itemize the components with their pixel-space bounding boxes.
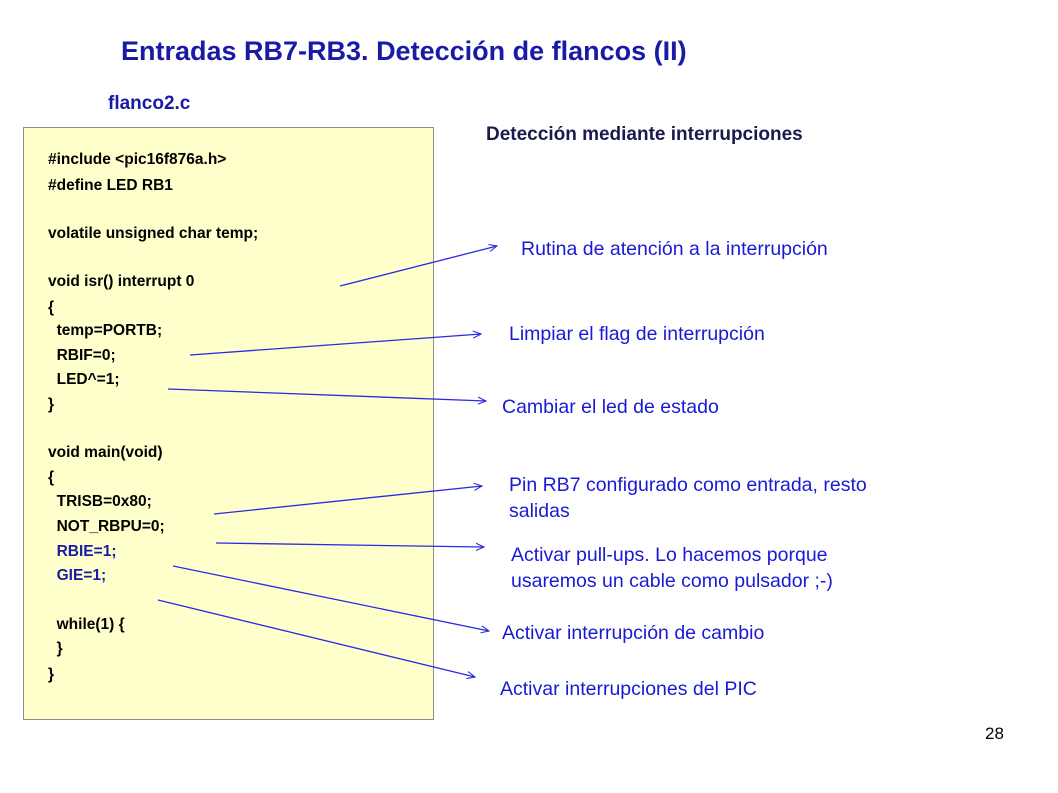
code-line-main-open-brace: { <box>48 469 55 486</box>
file-name-label: flanco2.c <box>108 93 191 114</box>
code-line-rbif: RBIF=0; <box>48 347 116 364</box>
annotation-global-interrupts: Activar interrupciones del PIC <box>500 678 757 700</box>
code-line-while-close: } <box>48 640 63 657</box>
code-line-main-signature: void main(void) <box>48 444 163 461</box>
code-line-main-close-brace: } <box>48 666 55 683</box>
code-line-define: #define LED RB1 <box>48 177 173 194</box>
slide-title: Entradas RB7-RB3. Detección de flancos (… <box>121 36 687 66</box>
code-panel <box>23 127 434 720</box>
annotation-rb7-input-line1: Pin RB7 configurado como entrada, resto <box>509 474 867 496</box>
code-line-while: while(1) { <box>48 616 125 633</box>
annotation-pull-ups-line2: usaremos un cable como pulsador ;-) <box>511 570 833 592</box>
arrow-led <box>167 388 486 401</box>
arrow-gie <box>157 599 475 677</box>
section-subtitle: Detección mediante interrupciones <box>486 124 803 145</box>
code-line-not-rbpu: NOT_RBPU=0; <box>48 518 165 535</box>
arrow-rbif <box>189 334 481 356</box>
code-line-include: #include <pic16f876a.h> <box>48 151 227 168</box>
arrow-not-rbpu <box>215 542 484 547</box>
annotation-clear-flag: Limpiar el flag de interrupción <box>509 323 765 345</box>
code-line-isr-open-brace: { <box>48 299 55 316</box>
arrow-isr <box>339 246 497 287</box>
annotation-rb7-input-line2: salidas <box>509 500 570 522</box>
annotation-toggle-led: Cambiar el led de estado <box>502 396 719 418</box>
code-line-trisb: TRISB=0x80; <box>48 493 152 510</box>
code-line-isr-signature: void isr() interrupt 0 <box>48 273 195 290</box>
code-line-isr-close-brace: } <box>48 396 55 413</box>
page-number: 28 <box>985 724 1004 743</box>
annotation-rb7-input: Pin RB7 configurado como entrada, resto … <box>509 472 867 524</box>
annotation-change-interrupt: Activar interrupción de cambio <box>502 622 765 644</box>
annotation-pull-ups: Activar pull-ups. Lo hacemos porque usar… <box>511 542 833 594</box>
code-line-gie: GIE=1; <box>48 567 107 584</box>
arrow-rbie <box>172 565 489 631</box>
code-line-rbie: RBIE=1; <box>48 543 117 560</box>
annotation-isr-routine: Rutina de atención a la interrupción <box>521 238 828 260</box>
code-line-temp: temp=PORTB; <box>48 322 163 339</box>
annotation-pull-ups-line1: Activar pull-ups. Lo hacemos porque <box>511 544 828 566</box>
code-line-volatile: volatile unsigned char temp; <box>48 225 259 242</box>
code-line-led-toggle: LED^=1; <box>48 371 120 388</box>
arrow-trisb <box>213 486 482 515</box>
